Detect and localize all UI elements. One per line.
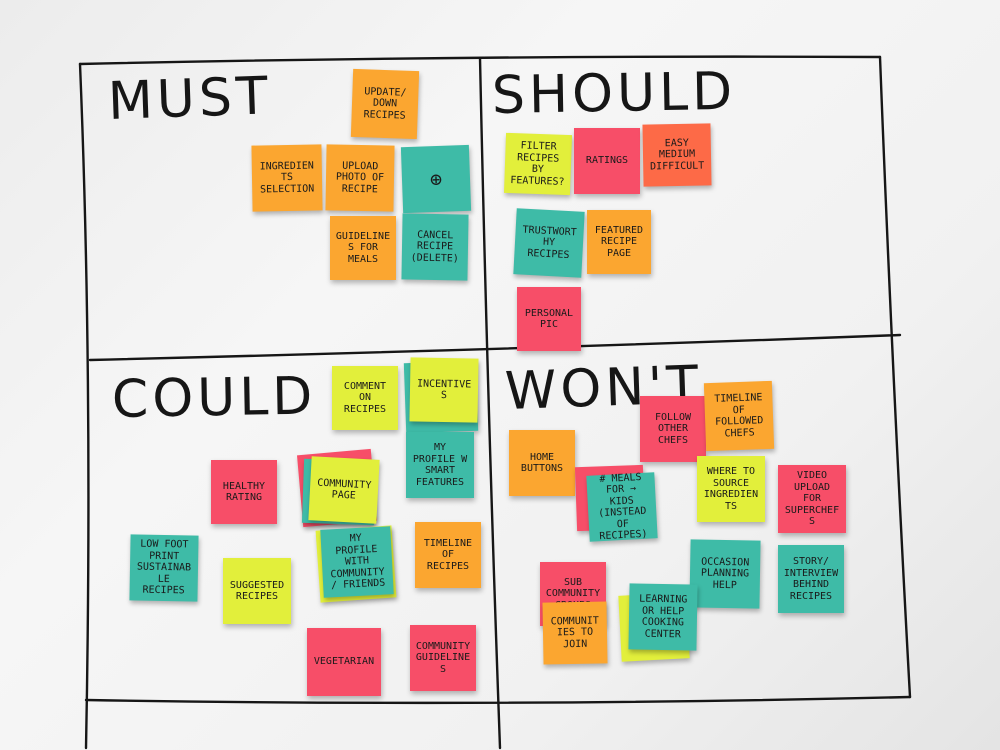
sticky-note-ratings[interactable]: RATINGS — [574, 128, 640, 194]
sticky-note-timeline-of-recipes[interactable]: TIMELINE OF RECIPES — [415, 522, 481, 588]
grid-center-horizontal-line — [88, 333, 902, 362]
sticky-note-ingredients-selection[interactable]: INGREDIENTS SELECTION — [251, 144, 323, 212]
quadrant-title-should: SHOULD — [491, 61, 737, 126]
sticky-note-vegetarian[interactable]: VEGETARIAN — [307, 628, 381, 696]
sticky-note-filter-recipes[interactable]: FILTER RECIPES BY FEATURES? — [503, 132, 573, 196]
sticky-note-community-page[interactable]: COMMUNITY PAGE — [308, 456, 380, 524]
grid-center-vertical-line — [478, 56, 502, 750]
sticky-note-story-interview-behind-recipes[interactable]: STORY/ INTERVIEW BEHIND RECIPES — [778, 545, 844, 613]
sticky-note-meals-for-kids[interactable]: # MEALS FOR → kids (instead of recipes) — [586, 471, 658, 542]
sticky-note-add[interactable]: ⊕ — [400, 144, 472, 214]
sticky-note-my-profile-smart-features[interactable]: MY PROFILE W SMART FEATURES — [406, 432, 474, 498]
sticky-note-timeline-of-followed-chefs[interactable]: TIMELINE OF FOLLOWED CHEFS — [703, 380, 775, 452]
quadrant-title-must: MUST — [106, 66, 273, 132]
sticky-note-upload-photo-of-recipe[interactable]: UPLOAD PHOTO OF RECIPE — [325, 144, 395, 212]
grid-left-line — [78, 62, 90, 750]
grid-bottom-line — [84, 695, 912, 705]
sticky-note-learning-or-help-cooking-center[interactable]: LEARNING OR HELP COOKING CENTER — [628, 583, 698, 651]
sticky-note-my-profile-with-community[interactable]: MY PROFILE WITH COMMUNITY/ FRIENDS — [320, 526, 394, 598]
sticky-note-healthy-rating[interactable]: HEALTHY RATING — [211, 460, 277, 524]
sticky-note-low-foot-print-recipes[interactable]: LOW FOOT PRINT SUSTAINABLE RECIPES — [129, 534, 199, 602]
sticky-note-communities-to-join[interactable]: COMMUNITIES TO JOIN — [542, 601, 608, 665]
grid-right-line — [878, 55, 912, 699]
sticky-note-incentives[interactable]: INCENTIVES — [409, 357, 479, 423]
sticky-note-occasion-planning-help[interactable]: OCCASION PLANNING HELP — [689, 539, 761, 609]
sticky-note-guidelines-for-meals[interactable]: GUIDELINES FOR MEALS — [330, 216, 396, 280]
sticky-note-video-upload-for-superchefs[interactable]: VIDEO UPLOAD FOR SUPERCHEFS — [778, 465, 846, 533]
sticky-note-where-to-source-ingredients[interactable]: WHERE TO SOURCE INGREDIENTS — [697, 456, 765, 522]
sticky-note-cancel-recipe[interactable]: CANCEL RECIPE (DELETE) — [401, 213, 469, 281]
sticky-note-home-buttons[interactable]: HOME BUTTONS — [509, 430, 575, 496]
sticky-note-featured-recipe-page[interactable]: FEATURED RECIPE PAGE — [587, 210, 651, 274]
sticky-note-personal-pic[interactable]: PERSONAL PIC — [517, 287, 581, 351]
sticky-note-community-guidelines[interactable]: COMMUNITY GUIDELINES — [410, 625, 476, 691]
sticky-note-follow-other-chefs[interactable]: FOLLOW OTHER CHEFS — [640, 396, 706, 462]
quadrant-title-could: COULD — [111, 366, 317, 430]
sticky-note-suggested-recipes[interactable]: SUGGESTED RECIPES — [223, 558, 291, 624]
sticky-note-easy-medium-difficult[interactable]: EASY MEDIUM DIFFICULT — [642, 123, 712, 187]
sticky-note-trustworthy-recipes[interactable]: TRUSTWORTHY RECIPES — [513, 208, 585, 278]
sticky-note-update-down-recipes[interactable]: UPDATE/ DOWN RECIPES — [350, 68, 420, 140]
sticky-note-comment-on-recipes[interactable]: COMMENT ON RECIPES — [332, 366, 398, 430]
